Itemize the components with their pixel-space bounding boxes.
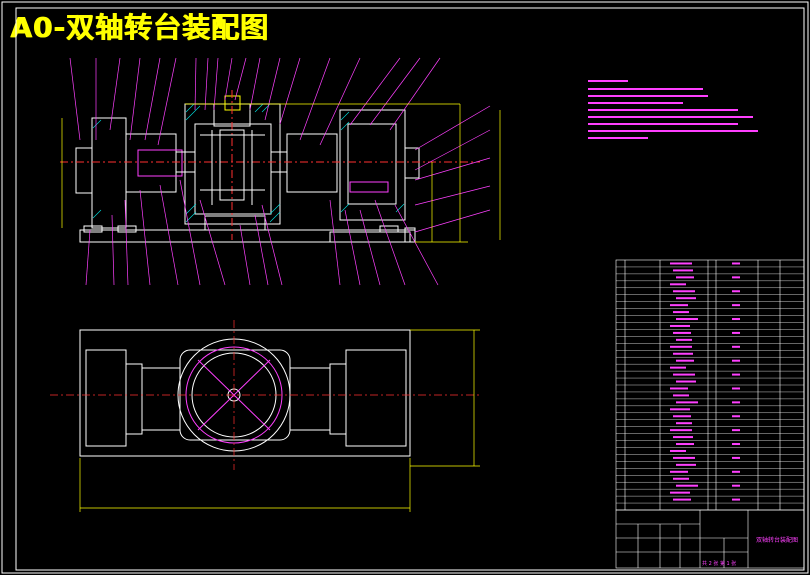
parts-entry-mark [676,359,694,362]
parts-entry-mark [732,318,740,321]
parts-entry-mark [732,415,740,418]
top-view-dimensions [79,329,480,512]
parts-entry-mark [732,373,740,376]
parts-entry-mark [732,387,740,390]
parts-entry-mark [676,463,696,466]
parts-entry-mark [673,352,693,355]
parts-entry-mark [670,408,690,411]
parts-entry-mark [676,401,698,404]
parts-entry-mark [732,290,740,293]
parts-entry-mark [732,359,740,362]
parts-entry-mark [670,470,688,473]
parts-entry-mark [676,380,696,383]
parts-entry-mark [732,470,740,473]
parts-entry-mark [732,429,740,432]
parts-entry-mark [670,491,690,494]
title-block [615,509,805,569]
parts-entry-mark [732,331,740,334]
parts-entry-mark [670,366,686,369]
parts-entry-mark [732,262,740,265]
top-view-centerlines [50,320,480,470]
parts-entry-mark [676,484,698,487]
parts-entry-mark [732,345,740,348]
parts-entry-mark [676,297,696,300]
parts-entry-mark [673,477,689,480]
front-dimensions [61,103,501,243]
parts-entry-mark [732,401,740,404]
parts-entry-mark [732,443,740,446]
parts-entry-mark [732,498,740,501]
drawing-title: A0-双轴转台装配图 [10,11,269,44]
parts-entry-mark [670,345,692,348]
parts-entry-mark [676,422,692,425]
parts-entry-mark [732,276,740,279]
parts-list-entries [670,262,740,501]
parts-entry-mark [673,498,691,501]
parts-entry-mark [732,456,740,459]
title-block-sheet: 共 2 张 第 1 张 [702,560,736,567]
technical-notes [588,80,758,139]
parts-entry-mark [673,331,691,334]
parts-entry-mark [670,449,686,452]
parts-entry-mark [670,387,688,390]
parts-entry-mark [676,338,692,341]
parts-entry-mark [732,304,740,307]
parts-entry-mark [673,456,695,459]
parts-entry-mark [670,324,690,327]
parts-entry-mark [670,262,692,265]
parts-entry-mark [676,443,694,446]
parts-entry-mark [673,436,693,439]
parts-entry-mark [676,276,694,279]
parts-entry-mark [673,394,689,397]
parts-entry-mark [673,269,693,272]
leader-lines-top [69,57,491,233]
parts-entry-mark [732,484,740,487]
parts-entry-mark [673,290,695,293]
leader-lines-bottom [85,179,439,286]
top-view-spokes [197,359,271,431]
parts-entry-mark [670,429,692,432]
parts-entry-mark [673,311,689,314]
parts-entry-mark [673,373,695,376]
title-block-name: 双轴转台装配图 [756,536,798,544]
top-view [79,329,411,457]
parts-entry-mark [673,415,691,418]
parts-entry-mark [676,318,698,321]
parts-list-rows [616,266,804,504]
front-section-view [60,90,480,243]
parts-entry-mark [670,283,686,286]
parts-entry-mark [670,304,688,307]
